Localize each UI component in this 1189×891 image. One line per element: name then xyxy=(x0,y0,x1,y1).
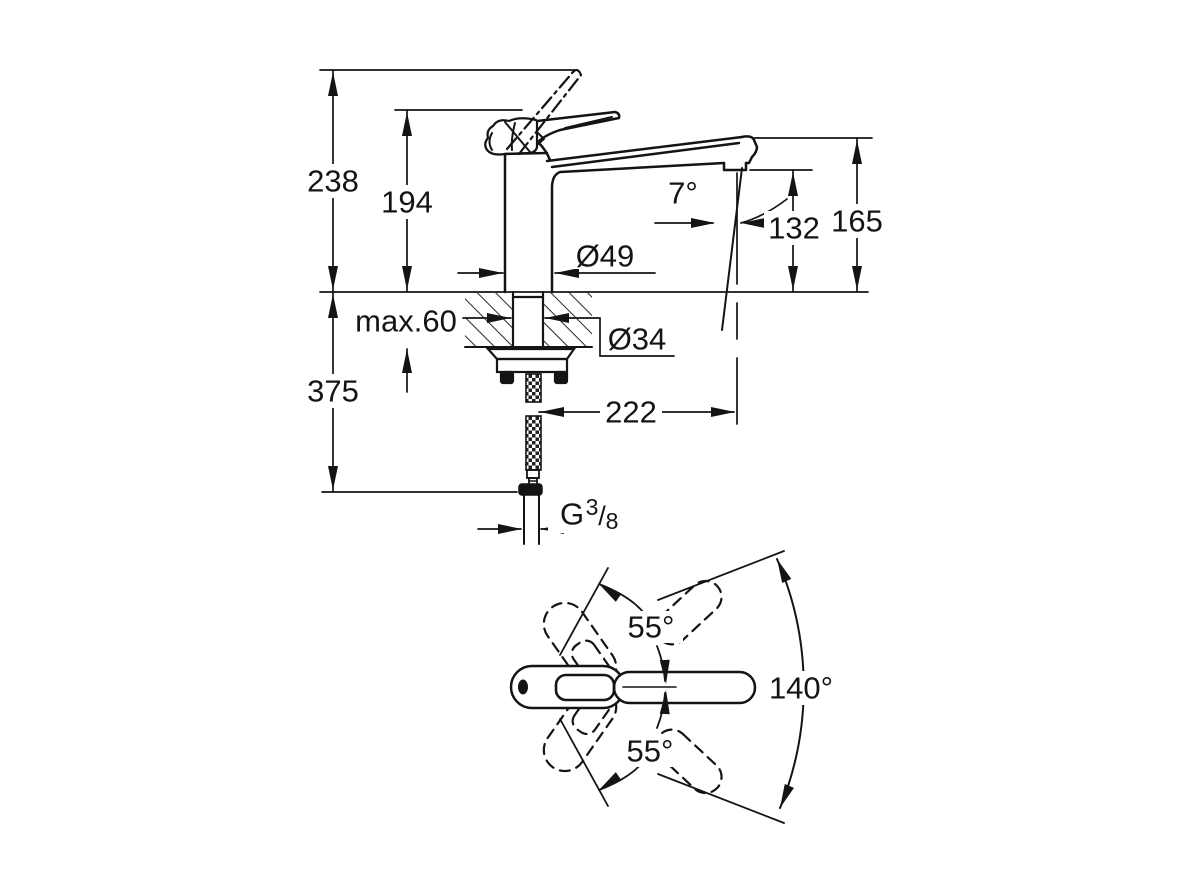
mounting-hardware xyxy=(485,290,577,385)
side-view: 238 194 375 max.60 Ø49 Ø34 132 165 222 7… xyxy=(303,68,888,545)
dim-label-132: 132 xyxy=(768,211,820,246)
dim-label-7deg: 7° xyxy=(668,176,698,211)
top-view-labels: 55° 55° 140° xyxy=(618,610,841,769)
handle-dot xyxy=(518,679,528,695)
spout-end-cap xyxy=(740,135,759,165)
thread-slash: / xyxy=(598,501,606,531)
dim-label-238: 238 xyxy=(307,164,359,199)
faucet-top-view xyxy=(509,664,757,710)
swivel-55-arcs xyxy=(596,579,671,795)
dim-label-max60: max.60 xyxy=(355,304,457,339)
spout-position-down xyxy=(654,728,723,795)
faucet-outline xyxy=(484,68,759,294)
dimension-lines xyxy=(319,69,873,530)
aerator xyxy=(722,161,748,172)
dim-label-165: 165 xyxy=(831,204,883,239)
side-view-labels: 238 194 375 max.60 Ø49 Ø34 132 165 222 7… xyxy=(303,164,888,534)
thread-g: G xyxy=(560,497,584,532)
dim-label-55-lower: 55° xyxy=(627,734,674,769)
dim-label-222: 222 xyxy=(605,395,657,430)
thread-denominator: 8 xyxy=(606,508,619,534)
dim-label-dia34: Ø34 xyxy=(608,322,667,357)
dim-label-55-upper: 55° xyxy=(628,610,675,645)
swivel-extension-lines xyxy=(559,550,785,824)
dim-label-375: 375 xyxy=(307,374,359,409)
thread-numerator: 3 xyxy=(586,494,599,520)
spout-top-edge xyxy=(545,135,744,163)
handle-cutout xyxy=(554,673,616,702)
hose-nut xyxy=(518,483,543,496)
countertop-hatch xyxy=(464,293,593,348)
handle-raised-position xyxy=(505,68,583,156)
dim-label-194: 194 xyxy=(381,185,433,220)
spout-position-up xyxy=(654,579,723,646)
dim-label-dia49: Ø49 xyxy=(576,239,635,274)
top-view: 55° 55° 140° xyxy=(509,550,841,824)
dim-label-140: 140° xyxy=(769,671,833,706)
dim-label-g38: G 3 / 8 xyxy=(548,494,628,534)
supply-hose xyxy=(518,373,543,545)
spout-chamfer xyxy=(550,141,741,169)
